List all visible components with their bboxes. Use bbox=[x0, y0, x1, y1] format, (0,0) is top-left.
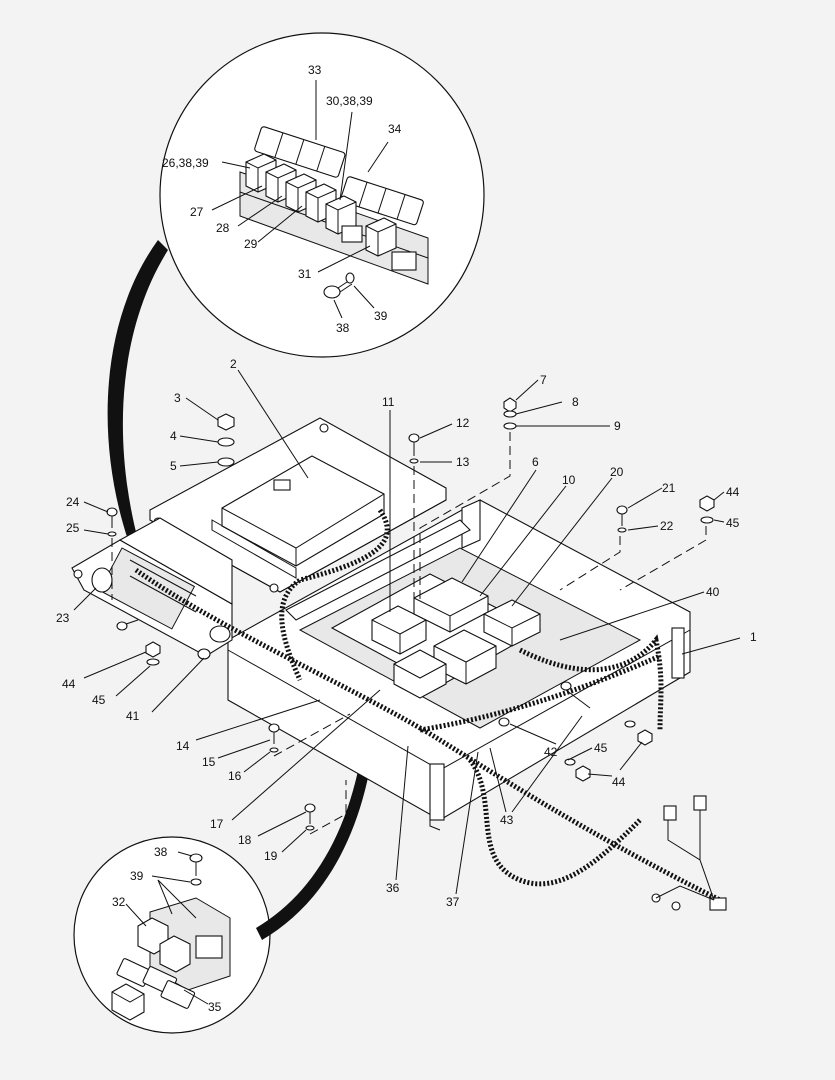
fastener-15-16 bbox=[268, 723, 280, 753]
fastener-24-25 bbox=[106, 507, 118, 537]
callout-32: 32 bbox=[112, 895, 126, 909]
fastener-42-45-lower bbox=[498, 681, 653, 782]
callout-11: 11 bbox=[382, 395, 395, 409]
callout-7: 7 bbox=[540, 373, 547, 387]
callout-22: 22 bbox=[660, 519, 674, 533]
callout-38-bottom: 38 bbox=[154, 845, 168, 859]
callout-45-right: 45 bbox=[726, 516, 740, 530]
callout-24: 24 bbox=[66, 495, 80, 509]
callout-27: 27 bbox=[190, 205, 204, 219]
callout-25: 25 bbox=[66, 521, 80, 535]
callout-12: 12 bbox=[456, 416, 470, 430]
top-detail-connector bbox=[107, 240, 168, 540]
callout-44-lower: 44 bbox=[612, 775, 626, 789]
callout-2: 2 bbox=[230, 357, 237, 371]
callout-40: 40 bbox=[706, 585, 720, 599]
callout-29: 29 bbox=[244, 237, 258, 251]
fastener-stack-3-5 bbox=[217, 413, 235, 467]
callout-10: 10 bbox=[562, 473, 576, 487]
callout-39-top: 39 bbox=[374, 309, 388, 323]
callout-38-top: 38 bbox=[336, 321, 350, 335]
callout-44-right: 44 bbox=[726, 485, 740, 499]
relay-panel-detail bbox=[211, 80, 429, 319]
fastener-7-9 bbox=[503, 397, 517, 430]
component-11 bbox=[371, 605, 427, 655]
fastener-21-22 bbox=[616, 505, 628, 533]
leader-lines bbox=[73, 369, 741, 895]
fastener-12-13 bbox=[408, 433, 420, 464]
screw-38-detail bbox=[323, 272, 355, 299]
fastener-18-19 bbox=[304, 803, 316, 831]
callout-28: 28 bbox=[216, 221, 230, 235]
callout-8: 8 bbox=[572, 395, 579, 409]
callout-18: 18 bbox=[238, 833, 252, 847]
callout-41: 41 bbox=[126, 709, 140, 723]
callout-30-38-39: 30,38,39 bbox=[326, 94, 373, 108]
callout-labels: 33 30,38,39 34 26,38,39 27 28 29 31 38 3… bbox=[56, 63, 757, 1014]
callout-45-lower: 45 bbox=[594, 741, 608, 755]
callout-44-left: 44 bbox=[62, 677, 76, 691]
callout-14: 14 bbox=[176, 739, 190, 753]
callout-31: 31 bbox=[298, 267, 312, 281]
callout-35: 35 bbox=[208, 1000, 222, 1014]
callout-6: 6 bbox=[532, 455, 539, 469]
callout-34: 34 bbox=[388, 122, 402, 136]
callout-45-left: 45 bbox=[92, 693, 106, 707]
callout-9: 9 bbox=[614, 419, 621, 433]
fastener-44-45-left bbox=[116, 619, 161, 666]
callout-43: 43 bbox=[500, 813, 514, 827]
callout-5: 5 bbox=[170, 459, 177, 473]
bottom-detail-connector bbox=[256, 700, 378, 940]
fastener-44-45-right bbox=[699, 495, 715, 524]
callout-39-bottom: 39 bbox=[130, 869, 144, 883]
callout-23: 23 bbox=[56, 611, 70, 625]
callout-42: 42 bbox=[544, 745, 558, 759]
main-assembly bbox=[71, 397, 727, 911]
callout-17: 17 bbox=[210, 817, 224, 831]
component-6 bbox=[393, 629, 497, 699]
callout-21: 21 bbox=[662, 481, 676, 495]
callout-15: 15 bbox=[202, 755, 216, 769]
callout-13: 13 bbox=[456, 455, 470, 469]
callout-37: 37 bbox=[446, 895, 460, 909]
callout-36: 36 bbox=[386, 881, 400, 895]
component-20 bbox=[483, 599, 541, 647]
callout-4: 4 bbox=[170, 429, 177, 443]
callout-26-38-39: 26,38,39 bbox=[162, 156, 209, 170]
relay-detail-bottom bbox=[111, 851, 231, 1021]
callout-20: 20 bbox=[610, 465, 624, 479]
callout-16: 16 bbox=[228, 769, 242, 783]
callout-3: 3 bbox=[174, 391, 181, 405]
callout-33: 33 bbox=[308, 63, 322, 77]
callout-1: 1 bbox=[750, 630, 757, 644]
callout-19: 19 bbox=[264, 849, 278, 863]
